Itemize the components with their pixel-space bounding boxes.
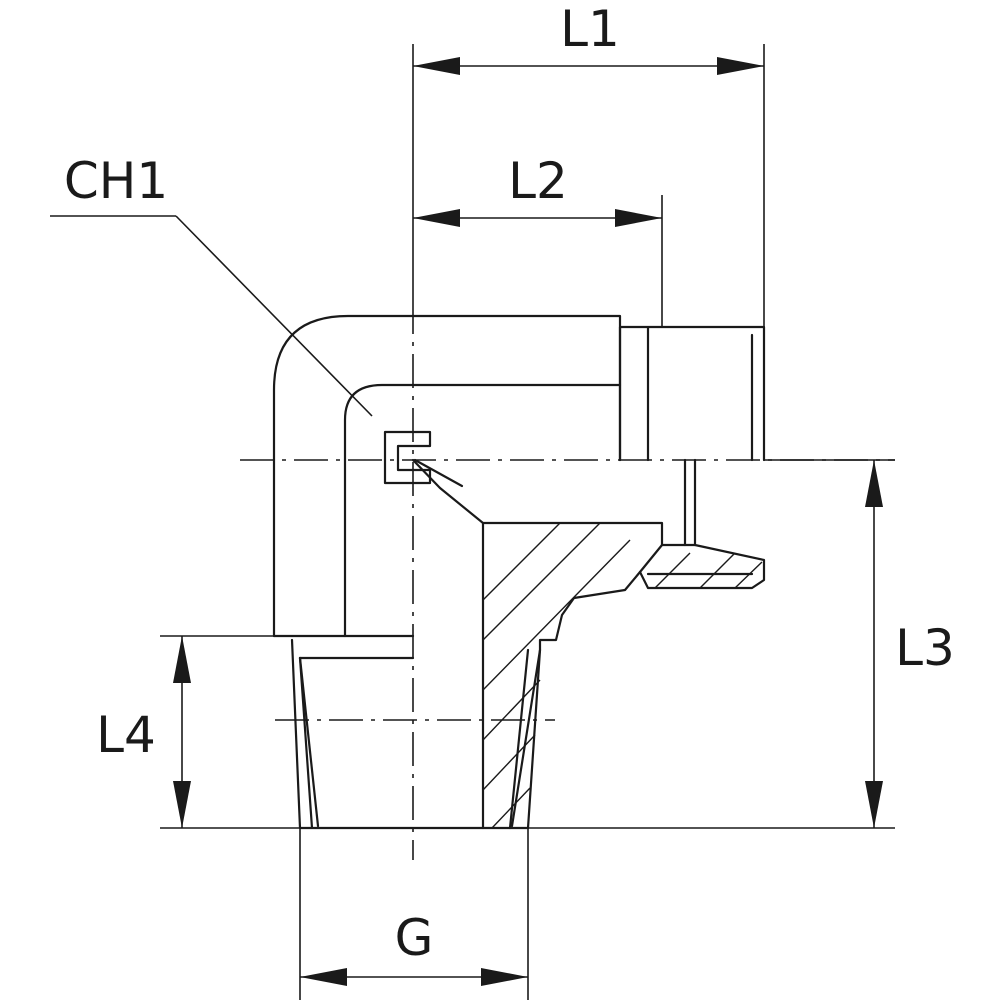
dimension-l1: L1 (412, 0, 765, 327)
dimension-g: G (299, 828, 529, 1000)
right-thread-outline (618, 325, 766, 462)
label-l4: L4 (96, 706, 156, 764)
section-inner-taper (508, 648, 530, 830)
center-marker-symbol (383, 430, 432, 485)
label-l3: L3 (895, 619, 955, 677)
section-body-outline (411, 458, 697, 547)
dimension-l3: L3 (528, 459, 955, 829)
section-right-outline (526, 543, 664, 830)
label-g: G (395, 909, 434, 967)
dimension-l2: L2 (413, 152, 663, 327)
right-thread-lower (638, 458, 766, 590)
inner-elbow-outline (343, 383, 622, 638)
bottom-thread-root (298, 656, 320, 828)
dimension-ch1: CH1 (50, 152, 373, 417)
label-l1: L1 (560, 0, 620, 58)
outer-elbow-outline (272, 314, 622, 638)
center-marker-tick (413, 458, 464, 488)
label-l2: L2 (508, 152, 568, 210)
section-hatching (482, 522, 763, 829)
dimension-l4: L4 (96, 635, 300, 829)
bottom-thread-outline (290, 638, 530, 830)
bottom-thread-right-root (510, 648, 542, 828)
label-ch1: CH1 (64, 152, 168, 210)
fitting-body (272, 314, 766, 830)
